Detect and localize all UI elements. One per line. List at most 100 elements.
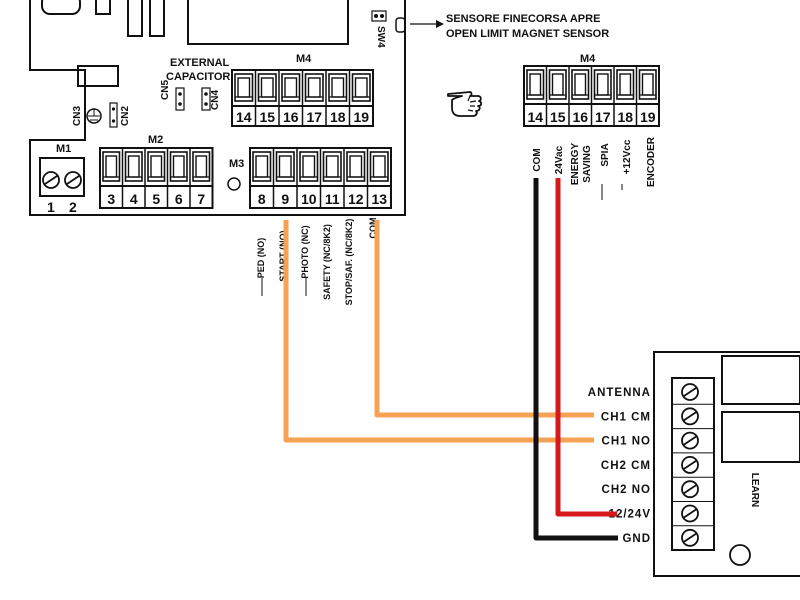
pointing-hand-icon — [447, 91, 483, 117]
terminal-block-m4-detail-terminal: 15 — [550, 109, 566, 125]
learn-label: LEARN — [749, 473, 760, 507]
m3-label: M3 — [229, 158, 244, 170]
terminal-screw — [275, 151, 295, 182]
terminal-block-m3-terminal: 10 — [301, 191, 317, 207]
terminal-block-m4-terminal: 14 — [236, 109, 252, 125]
terminal-block-m4-terminal: 15 — [259, 109, 275, 125]
sw4-switch: SW4 — [371, 10, 406, 48]
m4-signal-labels: COM 24Vac ENERGY SAVING SPIA +12Vcc ENCO… — [532, 136, 657, 200]
external-capacitor-label-2: CAPACITOR — [166, 71, 230, 83]
terminal-block-m4-detail: 14 15 16 17 18 19 — [523, 65, 660, 127]
terminal-block-m2-terminal: 3 — [107, 191, 115, 207]
m4-detail-label: M4 — [580, 53, 596, 65]
sw4-label: SW4 — [375, 26, 386, 48]
cn-connectors: CN5 CN4 CN3 CN2 — [72, 80, 221, 128]
receiver-terminal-label: CH1 NO — [602, 436, 651, 448]
terminal-screw — [571, 69, 590, 100]
sensor-note: SENSORE FINECORSA APRE OPEN LIMIT MAGNET… — [410, 13, 609, 40]
signal-label-safety: SAFETY (NC/8K2) — [322, 224, 332, 300]
wires — [283, 178, 618, 541]
receiver-terminal-label: 12/24V — [609, 509, 651, 521]
receiver-terminal-label: CH2 CM — [601, 460, 651, 472]
cn2-label: CN2 — [120, 106, 131, 126]
signal-label-start: START (NO) — [278, 230, 288, 281]
terminal-screw — [257, 73, 277, 102]
signal-label-com: COM — [368, 218, 378, 239]
terminal-screw — [638, 69, 657, 100]
terminal-block-m2-terminal: 7 — [197, 191, 205, 207]
terminal-block-m3-terminal: 11 — [325, 191, 340, 207]
terminal-screw — [169, 151, 188, 182]
terminal-block-m2-terminal: 4 — [130, 191, 138, 207]
m1-label: M1 — [56, 143, 71, 155]
sensor-note-line1: SENSORE FINECORSA APRE — [446, 13, 600, 25]
m4-signal-encoder: ENCODER — [646, 136, 657, 187]
terminal-screw — [328, 73, 348, 102]
terminal-block-m4-terminal: 19 — [353, 109, 369, 125]
terminal-block-m4-detail-terminal: 18 — [617, 109, 633, 125]
receiver-terminal-label: ANTENNA — [588, 387, 651, 399]
receiver-terminal-label: CH1 CM — [601, 411, 651, 423]
terminal-block-m2-terminal: 5 — [152, 191, 160, 207]
signal-label-ped: PED (NO) — [256, 238, 266, 279]
wire-com-to-gnd — [533, 178, 618, 541]
terminal-screw — [304, 73, 324, 102]
cn4-label: CN4 — [210, 90, 221, 110]
terminal-screw — [192, 151, 211, 182]
wire-com-to-ch1-cm — [374, 220, 594, 418]
terminal-screw — [526, 69, 545, 100]
terminal-block-m2-terminal: 6 — [175, 191, 183, 207]
terminal-screw — [593, 69, 612, 100]
terminal-block-m1: M1 1 2 — [39, 143, 85, 215]
m3-signal-labels: PED (NO) START (NO) PHOTO (NC) SAFETY (N… — [256, 218, 378, 306]
terminal-block-m3-terminal: 12 — [348, 191, 364, 207]
wire-24vac-to-12-24v — [555, 178, 617, 517]
wire-start-to-ch1-no — [283, 220, 594, 443]
m1-terminal: 2 — [69, 199, 77, 215]
terminal-screw — [346, 151, 366, 182]
receiver-board: LEARN ANTENNA CH1 CM CH1 NO CH2 CM CH2 NO 12/… — [588, 351, 800, 577]
cn5-label: CN5 — [160, 80, 171, 100]
terminal-block-m4-terminal: 16 — [283, 109, 299, 125]
terminal-screw — [252, 151, 272, 182]
m4-signal-com: COM — [532, 148, 543, 171]
terminal-block-m4-detail-terminal: 14 — [527, 109, 543, 125]
terminal-screw — [124, 151, 143, 182]
m4-signal-spia: SPIA — [600, 143, 611, 166]
receiver-terminal-label: GND — [622, 533, 651, 545]
terminal-screw — [299, 151, 319, 182]
terminal-screw — [147, 151, 166, 182]
terminal-block-m3-terminal: 9 — [281, 191, 289, 207]
signal-label-stop: STOP/SAF. (NC/8K2) — [344, 219, 354, 306]
terminal-screw — [281, 73, 301, 102]
terminal-block-m4-terminal: 17 — [306, 109, 322, 125]
terminal-block-m3-terminal: 8 — [258, 191, 266, 207]
terminal-screw — [369, 151, 389, 182]
m4-signal-12vcc: +12Vcc — [622, 139, 633, 174]
terminal-screw — [616, 69, 635, 100]
cn3-label: CN3 — [72, 106, 83, 126]
m4-signal-energy: ENERGY — [570, 143, 581, 186]
m2-label: M2 — [148, 134, 163, 146]
m1-terminal: 1 — [47, 199, 55, 215]
m4-signal-saving: SAVING — [582, 145, 593, 183]
terminal-screw — [234, 73, 254, 102]
terminal-screw — [351, 73, 371, 102]
terminal-block-m4-detail-terminal: 17 — [595, 109, 611, 125]
signal-label-photo: PHOTO (NC) — [300, 225, 310, 278]
terminal-screw — [322, 151, 342, 182]
external-capacitor-label: EXTERNAL — [170, 57, 230, 69]
terminal-block-m3-terminal: 13 — [371, 191, 387, 207]
m4-label: M4 — [296, 53, 312, 65]
receiver-terminal-label: CH2 NO — [602, 484, 651, 496]
terminal-block-m4-terminal: 18 — [330, 109, 346, 125]
control-board — [29, 0, 406, 216]
terminal-block-m4-detail-terminal: 16 — [572, 109, 588, 125]
terminal-block-m4: 14 15 16 17 18 19 — [231, 69, 374, 127]
terminal-block-m4-detail-terminal: 19 — [640, 109, 656, 125]
terminal-screw — [548, 69, 567, 100]
m4-signal-24vac: 24Vac — [554, 145, 565, 174]
